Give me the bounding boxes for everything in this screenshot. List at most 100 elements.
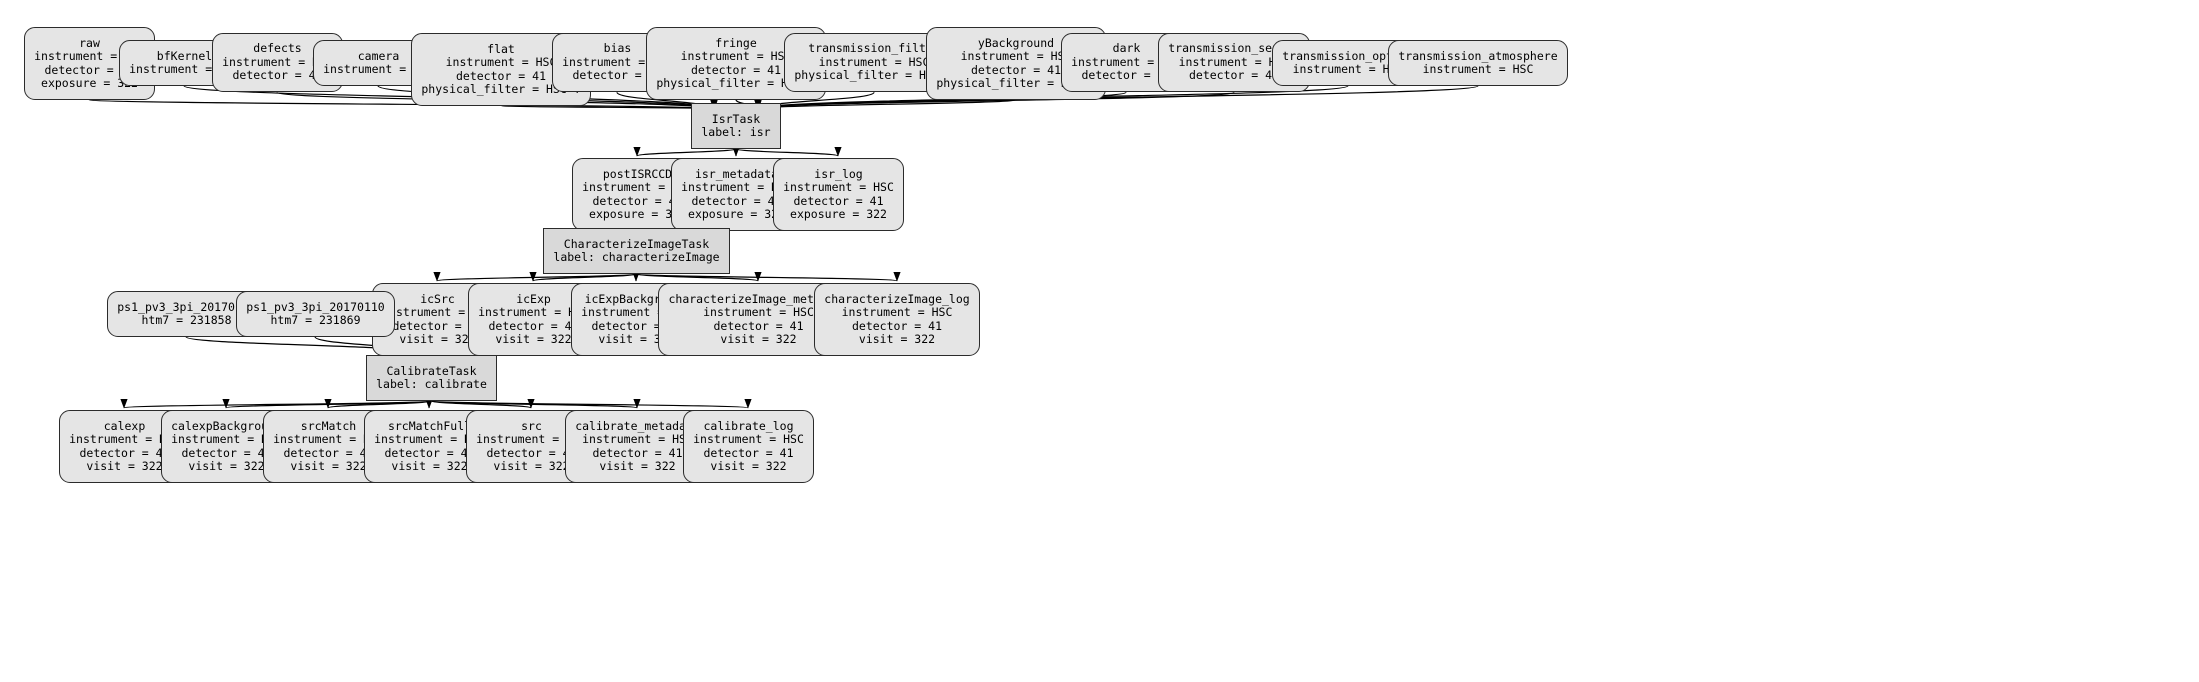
node-detail: detector = 41 — [181, 445, 272, 460]
node-title: calexp — [103, 418, 146, 433]
node-detail: detector = 41 — [572, 68, 663, 83]
node-detail: label: characterizeImage — [553, 250, 720, 264]
node-title: calexpBackground — [171, 418, 282, 433]
node-title: CharacterizeImageTask — [563, 236, 710, 251]
node-detail: instrument = HSC — [960, 49, 1072, 64]
node-detail: visit = 322 — [86, 458, 163, 473]
node-detail: instrument = HSC — [445, 55, 557, 70]
node-title: icExp — [516, 291, 551, 306]
node-detail: detector = 41 — [392, 318, 483, 333]
node-detail: detector = 41 — [970, 62, 1061, 77]
node-detail: instrument = HSC — [703, 305, 814, 320]
node-detail: instrument = HSC — [273, 432, 384, 447]
node-detail: instrument = HSC — [382, 305, 493, 320]
node-title: srcMatchFull — [387, 418, 472, 433]
node-detail: detector = 41 — [488, 318, 579, 333]
node-title: transmission_filter — [808, 41, 940, 56]
edge — [754, 99, 1017, 110]
node-detail: instrument = HSC — [171, 432, 282, 447]
node-title: postISRCCD — [602, 166, 673, 181]
node-title: src — [521, 418, 542, 433]
node-detail: htm7 = 231858 — [141, 313, 232, 327]
node-detail: detector = 41 — [455, 68, 546, 83]
node-detail: instrument = HSC — [693, 432, 804, 447]
edge — [425, 398, 433, 409]
node-detail: detector = 41 — [703, 445, 794, 460]
node-title: bias — [603, 41, 632, 56]
node-title: srcMatch — [300, 418, 357, 433]
node-title: isr_log — [814, 166, 863, 181]
node-detail: exposure = 322 — [688, 206, 785, 221]
node-detail: detector = 41 — [232, 68, 323, 83]
edge — [633, 146, 737, 157]
node-title: icSrc — [420, 291, 455, 306]
node-detail: instrument = HSC — [1422, 62, 1534, 76]
edge — [500, 99, 717, 110]
node-detail: visit = 322 — [391, 458, 468, 473]
node-detail: instrument = HSC — [69, 432, 180, 447]
node-detail: instrument = HSC — [374, 432, 485, 447]
node-detail: instrument = HSC — [681, 180, 792, 195]
node-detail: instrument = HSC — [222, 54, 333, 69]
node-detail: visit = 322 — [290, 458, 367, 473]
node-detail: instrument = HSC — [34, 49, 145, 64]
node-detail: detector = 41 — [690, 62, 781, 77]
node-detail: instrument = HSC — [1178, 54, 1290, 69]
edge — [735, 146, 842, 157]
node-title: flat — [487, 41, 515, 56]
node-title: transmission_sensor — [1168, 41, 1300, 56]
node-detail: exposure = 322 — [589, 206, 686, 221]
node-detail: visit = 322 — [710, 458, 787, 473]
node-detail: instrument = HSC — [582, 180, 693, 195]
node-detail: htm7 = 231869 — [270, 313, 361, 327]
node-title: ps1_pv3_3pi_20170110 — [246, 299, 385, 314]
node-detail: visit = 322 — [720, 331, 797, 346]
node-title: isr_metadata — [694, 166, 779, 181]
node-detail: visit = 322 — [399, 331, 476, 346]
node-detail: visit = 322 — [495, 331, 572, 346]
node-title: transmission_optics — [1282, 48, 1414, 63]
node-detail: instrument = HSC — [841, 305, 953, 320]
node-detail: detector = 41 — [592, 193, 683, 208]
node-detail: visit = 322 — [858, 331, 936, 346]
node-detail: instrument = HSC — [562, 54, 673, 69]
node-detail: instrument = HSC — [582, 432, 693, 447]
node-title: bfKernel — [156, 48, 213, 63]
node-detail: exposure = 322 — [41, 75, 138, 90]
node-detail: visit = 322 — [493, 458, 570, 473]
node-detail: visit = 322 — [598, 331, 675, 346]
node-title: dark — [1112, 41, 1141, 56]
node-detail: detector = 41 — [793, 193, 884, 208]
edge — [324, 398, 432, 409]
node-title: characterizeImage_metadata — [668, 291, 849, 306]
node-title: camera — [357, 48, 400, 63]
node-detail: detector = 41 — [486, 445, 577, 460]
node-title: IsrTask — [711, 111, 761, 126]
node-detail: label: isr — [701, 125, 771, 139]
node-detail: instrument = HSC — [476, 432, 587, 447]
node-title: CalibrateTask — [386, 363, 477, 378]
node-detail: detector = 41 — [44, 62, 135, 77]
edge — [430, 398, 751, 409]
node-detail: detector = 41 — [713, 318, 804, 333]
node-detail: visit = 322 — [188, 458, 265, 473]
node-detail: instrument = HSC — [680, 49, 792, 64]
node-title: calibrate_log — [703, 418, 794, 433]
node-detail: physical_filter = HSC-Y — [794, 68, 954, 83]
edge — [222, 398, 432, 409]
node-title: ps1_pv3_3pi_20170110 — [117, 299, 256, 314]
node-detail: label: calibrate — [376, 377, 487, 391]
node-detail: visit = 322 — [599, 458, 676, 473]
